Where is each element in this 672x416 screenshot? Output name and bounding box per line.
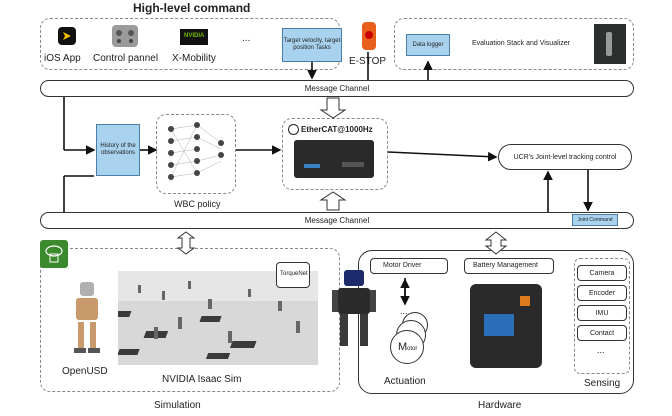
control-panel-icon bbox=[112, 25, 138, 47]
sensor-encoder: Encoder bbox=[577, 285, 627, 301]
wbc-policy-label: WBC policy bbox=[174, 199, 221, 209]
message-channel-top: Message Channel bbox=[40, 80, 634, 97]
joint-command-text: Joint Command bbox=[577, 217, 612, 223]
computer-unit-image bbox=[294, 140, 374, 178]
sensor-contact: Contact bbox=[577, 325, 627, 341]
message-channel-bottom-label: Message Channel bbox=[305, 216, 369, 225]
motor-circle-front: M otor bbox=[390, 330, 424, 364]
actuation-label: Actuation bbox=[384, 376, 426, 387]
battery-pack-image bbox=[470, 284, 542, 368]
sensor-ellipsis: ... bbox=[597, 345, 605, 355]
history-text: History of the observations bbox=[97, 143, 139, 157]
hardware-caption: Hardware bbox=[478, 400, 521, 411]
apps-ellipsis: ... bbox=[242, 33, 250, 44]
evaluation-stack-label: Evaluation Stack and Visualizer bbox=[472, 40, 570, 47]
message-channel-top-label: Message Channel bbox=[305, 84, 369, 93]
target-command-text: Target velocity, target position Tasks bbox=[283, 38, 341, 52]
history-box: History of the observations bbox=[96, 124, 140, 176]
data-logger-box: Data logger bbox=[406, 34, 450, 56]
message-channel-bottom: Message Channel bbox=[40, 212, 634, 229]
isaac-sim-label: NVIDIA Isaac Sim bbox=[162, 374, 241, 385]
estop-icon bbox=[362, 22, 376, 50]
motor-driver-box: Motor Driver bbox=[370, 258, 448, 274]
cloud-server-icon bbox=[40, 240, 68, 268]
estop-label: E-STOP bbox=[349, 56, 386, 67]
diagram-title: High-level command bbox=[133, 1, 250, 15]
sensor-camera: Camera bbox=[577, 265, 627, 281]
sensing-panel: Camera Encoder IMU Contact ... bbox=[574, 258, 630, 374]
ios-app-label: iOS App bbox=[44, 53, 81, 64]
control-panel-label: Control pannel bbox=[93, 53, 158, 64]
target-command-box: Target velocity, target position Tasks bbox=[282, 28, 342, 62]
nvidia-logo-text: NVIDIA bbox=[184, 33, 204, 39]
motor-m: M bbox=[398, 341, 407, 353]
battery-management-box: Battery Management bbox=[464, 258, 554, 274]
torquenet-box: TorqueNet bbox=[276, 262, 310, 288]
motor-driver-label: Motor Driver bbox=[383, 262, 422, 269]
neural-network-icon bbox=[157, 115, 237, 195]
torquenet-label: TorqueNet bbox=[280, 271, 308, 277]
sensor-imu: IMU bbox=[577, 305, 627, 321]
ucr-tracking-label: UCR's Joint-level tracking control bbox=[514, 154, 617, 161]
motor-sub: otor bbox=[407, 346, 417, 352]
nvidia-icon: NVIDIA bbox=[180, 29, 208, 45]
openusd-label: OpenUSD bbox=[62, 366, 108, 377]
ios-app-icon bbox=[58, 27, 76, 45]
wbc-policy-panel bbox=[156, 114, 236, 194]
x-mobility-label: X-Mobility bbox=[172, 53, 216, 64]
data-logger-text: Data logger bbox=[412, 42, 443, 49]
visualizer-thumbnail bbox=[594, 24, 626, 64]
ucr-tracking-box: UCR's Joint-level tracking control bbox=[498, 144, 632, 170]
ethercat-label: EtherCAT@1000Hz bbox=[301, 125, 373, 134]
joint-command-box: Joint Command bbox=[572, 214, 618, 226]
openusd-robot-image bbox=[66, 278, 106, 360]
humanoid-robot-image bbox=[328, 268, 380, 356]
battery-management-label: Battery Management bbox=[473, 262, 538, 269]
simulation-caption: Simulation bbox=[154, 400, 201, 411]
stopwatch-icon bbox=[288, 124, 299, 135]
sensing-label: Sensing bbox=[584, 378, 620, 389]
